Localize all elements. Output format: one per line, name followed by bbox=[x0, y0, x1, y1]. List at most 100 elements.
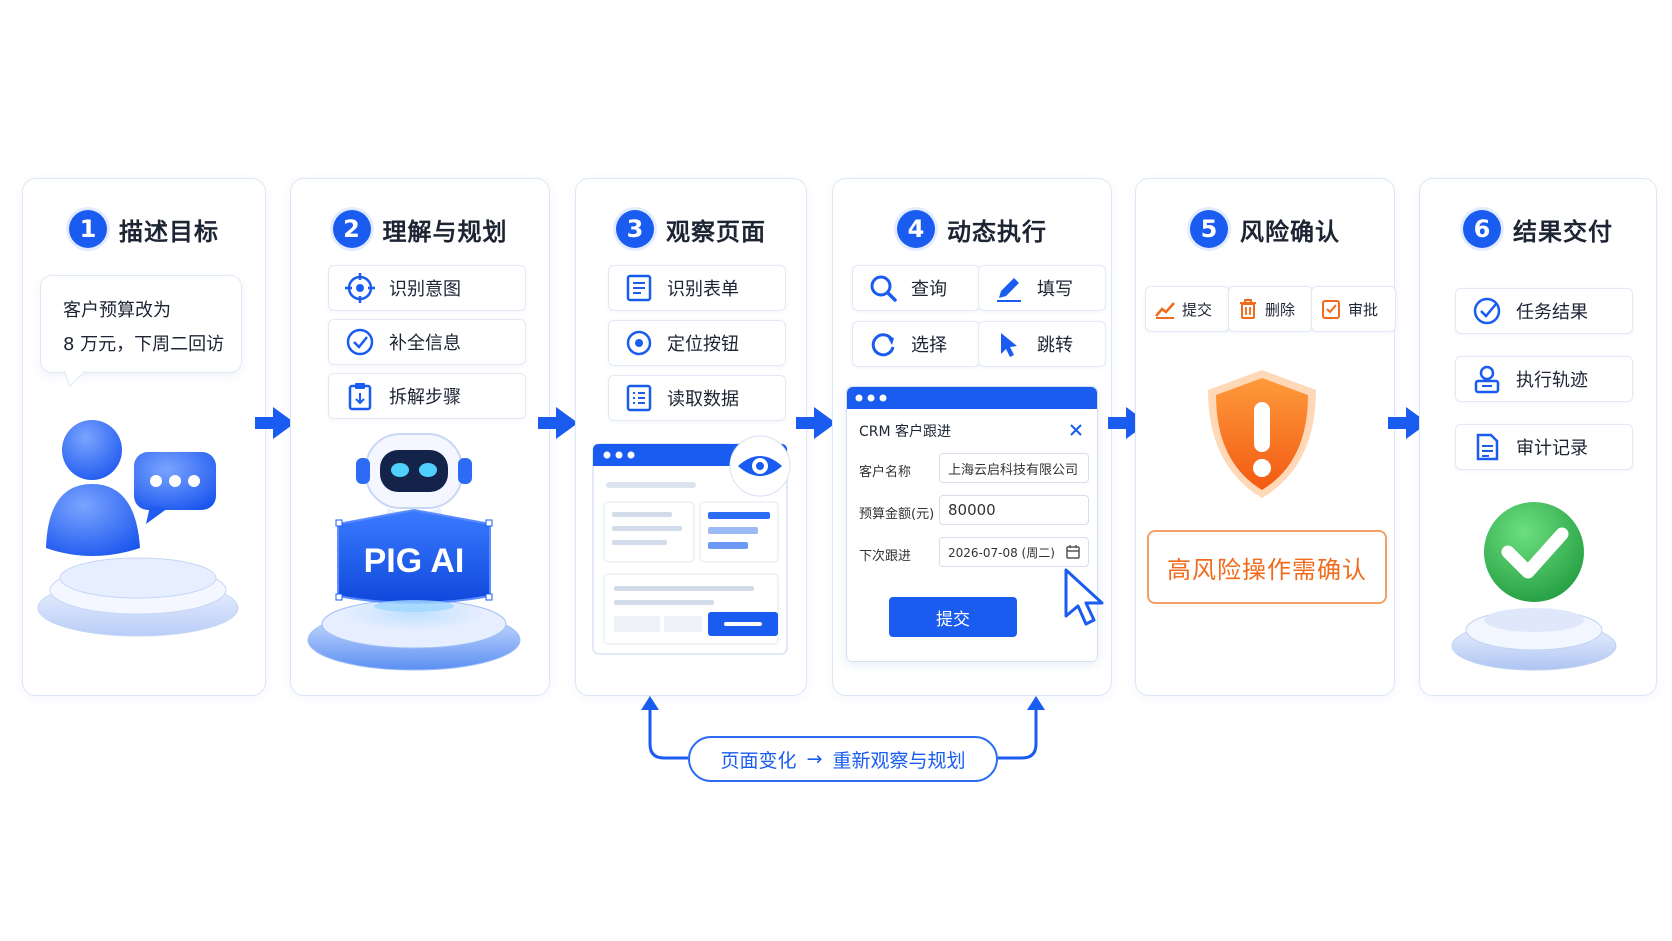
action-query: 查询 bbox=[852, 265, 980, 311]
action-label: 填写 bbox=[1037, 279, 1073, 300]
warning-shield-icon bbox=[1208, 370, 1316, 498]
deliver-item-label: 执行轨迹 bbox=[1516, 370, 1588, 391]
approve-clipboard-icon bbox=[1322, 300, 1340, 319]
plan-item-complete: 补全信息 bbox=[328, 319, 526, 365]
pointer-icon bbox=[1001, 333, 1017, 357]
step-number: 5 bbox=[1190, 210, 1228, 248]
plan-item-split: 拆解步骤 bbox=[328, 373, 526, 419]
action-select: 选择 bbox=[852, 321, 980, 367]
flow-arrow-icon bbox=[1108, 407, 1148, 439]
deliver-item-label: 审计记录 bbox=[1516, 438, 1588, 459]
followup-date-field[interactable]: 2026-07-08 (周二) bbox=[939, 537, 1089, 567]
step-title: 动态执行 bbox=[947, 217, 1047, 246]
loop-label-box: 页面变化 → 重新观察与规划 bbox=[688, 736, 998, 782]
document-icon bbox=[1476, 433, 1499, 461]
user-trace-icon bbox=[1474, 365, 1500, 394]
plan-item-label: 拆解步骤 bbox=[389, 387, 461, 408]
risk-action-delete: 删除 bbox=[1228, 286, 1313, 332]
step-number: 3 bbox=[616, 210, 654, 248]
trash-icon bbox=[1240, 299, 1256, 319]
step-title: 描述目标 bbox=[119, 217, 219, 246]
window-titlebar bbox=[847, 387, 1097, 409]
step-number: 6 bbox=[1463, 210, 1501, 248]
risk-action-approve: 审批 bbox=[1311, 286, 1396, 332]
step-title: 观察页面 bbox=[666, 217, 766, 246]
flow-arrow-icon bbox=[796, 407, 836, 439]
plan-item-label: 补全信息 bbox=[389, 333, 461, 354]
step-header: 1 描述目标 bbox=[23, 207, 265, 251]
followup-date-value: 2026-07-08 (周二) bbox=[948, 545, 1055, 560]
clipboard-icon bbox=[348, 383, 372, 411]
observe-item-form: 识别表单 bbox=[608, 265, 786, 311]
observe-item-label: 识别表单 bbox=[667, 279, 739, 300]
flow-arrow-icon bbox=[1388, 407, 1428, 439]
customer-label: 客户名称 bbox=[859, 465, 912, 480]
loop-left-text: 页面变化 bbox=[720, 749, 797, 772]
search-icon bbox=[870, 275, 897, 302]
success-check-icon bbox=[1451, 502, 1617, 671]
robot-label: PIG AI bbox=[364, 542, 465, 580]
close-icon[interactable] bbox=[1069, 423, 1083, 437]
risk-action-submit: 提交 bbox=[1145, 286, 1230, 332]
step-header: 3 观察页面 bbox=[576, 207, 806, 251]
loop-right-text: 重新观察与规划 bbox=[832, 749, 966, 772]
risk-action-label: 提交 bbox=[1182, 300, 1213, 319]
check-circle-icon bbox=[346, 328, 374, 356]
deliver-item-result: 任务结果 bbox=[1455, 288, 1633, 334]
step-header: 2 理解与规划 bbox=[291, 207, 549, 251]
customer-name-field[interactable]: 上海云启科技有限公司 bbox=[939, 453, 1089, 483]
step-header: 4 动态执行 bbox=[833, 207, 1111, 251]
calendar-icon[interactable] bbox=[1065, 544, 1081, 560]
refresh-icon bbox=[871, 333, 895, 357]
risk-warning-box[interactable]: 高风险操作需确认 bbox=[1147, 530, 1387, 604]
step-header: 5 风险确认 bbox=[1136, 207, 1394, 251]
action-label: 选择 bbox=[911, 335, 947, 356]
deliver-item-audit: 审计记录 bbox=[1455, 424, 1633, 470]
crm-form-window: CRM 客户跟进 客户名称 上海云启科技有限公司 预算金额(元) 80000 下… bbox=[846, 386, 1098, 662]
observe-item-data: 读取数据 bbox=[608, 375, 786, 421]
deliver-item-trace: 执行轨迹 bbox=[1455, 356, 1633, 402]
loop-arrow: → bbox=[806, 748, 823, 770]
goal-line-2: 8 万元，下周二回访 bbox=[63, 334, 225, 355]
bubble-tail-icon bbox=[63, 370, 87, 387]
check-circle-icon bbox=[1473, 297, 1501, 325]
flow-arrow-icon bbox=[538, 407, 578, 439]
submit-button[interactable]: 提交 bbox=[889, 597, 1017, 637]
observe-item-label: 读取数据 bbox=[667, 389, 739, 410]
step-header: 6 结果交付 bbox=[1420, 207, 1656, 251]
step-number: 4 bbox=[897, 210, 935, 248]
action-label: 跳转 bbox=[1037, 335, 1073, 356]
robot-icon: PIG AI bbox=[307, 433, 521, 671]
user-avatar-icon bbox=[37, 420, 239, 637]
chart-trend-icon bbox=[1155, 302, 1175, 319]
step-title: 结果交付 bbox=[1513, 217, 1613, 246]
step-title: 风险确认 bbox=[1240, 217, 1340, 246]
budget-field[interactable]: 80000 bbox=[939, 495, 1089, 525]
action-jump: 跳转 bbox=[978, 321, 1106, 367]
plan-item-intent: 识别意图 bbox=[328, 265, 526, 311]
action-fill: 填写 bbox=[978, 265, 1106, 311]
plan-item-label: 识别意图 bbox=[389, 279, 461, 300]
window-dots-icon bbox=[855, 394, 887, 402]
budget-label: 预算金额(元) bbox=[859, 507, 935, 522]
target-icon bbox=[345, 273, 375, 303]
data-list-icon bbox=[626, 384, 652, 412]
form-title: CRM 客户跟进 bbox=[859, 424, 952, 440]
risk-action-label: 删除 bbox=[1265, 300, 1296, 319]
step-number: 1 bbox=[69, 210, 107, 248]
form-icon bbox=[626, 274, 652, 302]
action-label: 查询 bbox=[911, 279, 947, 300]
step-title: 理解与规划 bbox=[382, 217, 508, 246]
goal-speech-bubble: 客户预算改为 8 万元，下周二回访 bbox=[40, 275, 242, 373]
risk-action-label: 审批 bbox=[1348, 300, 1379, 319]
observe-item-button: 定位按钮 bbox=[608, 320, 786, 366]
pencil-icon bbox=[997, 278, 1021, 302]
goal-line-1: 客户预算改为 bbox=[63, 300, 171, 321]
loop-connector-icon bbox=[641, 696, 1045, 760]
locate-icon bbox=[626, 330, 652, 356]
flow-arrow-icon bbox=[255, 407, 295, 439]
cursor-icon bbox=[1064, 568, 1104, 626]
step-number: 2 bbox=[332, 210, 371, 248]
followup-label: 下次跟进 bbox=[859, 549, 912, 564]
deliver-item-label: 任务结果 bbox=[1516, 302, 1588, 323]
